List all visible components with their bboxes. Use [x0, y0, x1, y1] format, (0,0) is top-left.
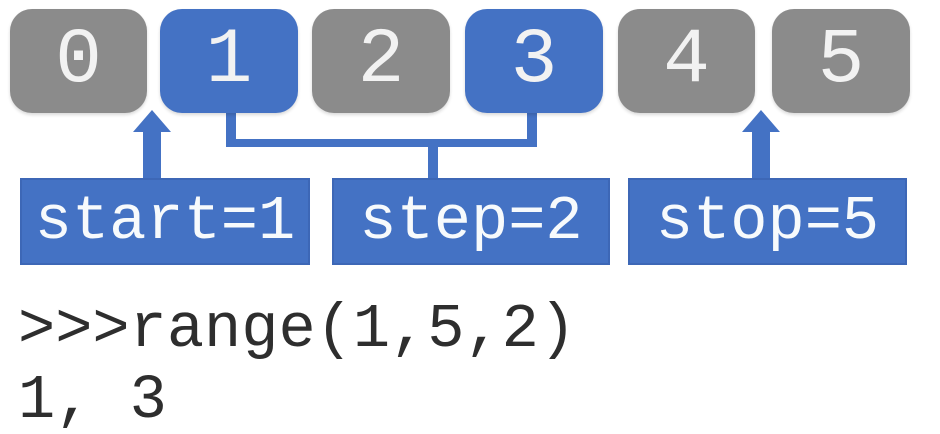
- start-label-box: start=1: [20, 178, 310, 265]
- arrow-shaft: [143, 130, 161, 179]
- number-box-value: 5: [817, 17, 865, 105]
- stop-label-box: stop=5: [628, 178, 907, 265]
- step-connector-right-line: [527, 108, 537, 147]
- step-label: step=2: [359, 185, 583, 257]
- step-label-box: step=2: [332, 178, 610, 265]
- step-connector-drop-line: [428, 139, 438, 179]
- number-box-5: 5: [772, 9, 910, 113]
- arrow-shaft: [752, 130, 770, 179]
- arrow-head: [742, 110, 780, 132]
- number-box-3: 3: [465, 9, 603, 113]
- number-box-value: 2: [357, 17, 405, 105]
- step-connector-left-line: [226, 108, 236, 147]
- arrow-head: [133, 110, 171, 132]
- step-connector-horizontal-line: [226, 139, 537, 147]
- stop-label: stop=5: [655, 185, 880, 257]
- number-box-1: 1: [160, 9, 298, 113]
- number-box-2: 2: [312, 9, 450, 113]
- repl-output-line: 1, 3: [18, 365, 167, 434]
- number-box-value: 4: [663, 17, 710, 105]
- start-label: start=1: [34, 185, 296, 257]
- number-box-0: 0: [10, 9, 147, 113]
- number-box-value: 3: [510, 17, 558, 105]
- number-box-value: 1: [205, 17, 253, 105]
- stop-up-arrow-icon: [742, 110, 780, 179]
- repl-input-line: >>>range(1,5,2): [18, 294, 577, 365]
- start-up-arrow-icon: [133, 110, 171, 179]
- number-box-4: 4: [618, 9, 755, 113]
- number-box-value: 0: [55, 17, 102, 105]
